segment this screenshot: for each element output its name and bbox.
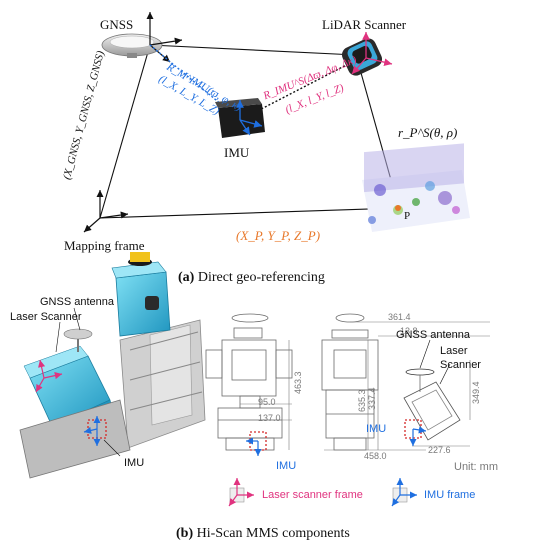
imu-box-side xyxy=(404,419,427,446)
lidar-frame-axes xyxy=(351,31,393,75)
dim-3494: 349.4 xyxy=(471,381,481,404)
point-coordinates: (X_P, Y_P, Z_P) xyxy=(236,228,321,243)
caption-b: (b) Hi-Scan MMS components xyxy=(176,526,350,542)
mapping-frame-label: Mapping frame xyxy=(64,238,145,253)
laser-scanner-label: Laser Scanner xyxy=(10,311,82,323)
laser-scanner-frame-legend: Laser scanner frame xyxy=(262,489,363,501)
imu-box-3d xyxy=(83,416,107,446)
dim-2276: 227.6 xyxy=(428,445,451,455)
imu-frame-axes xyxy=(236,100,263,136)
caption-b-letter: (b) xyxy=(176,526,194,541)
imu-box-front xyxy=(246,431,267,456)
lidar-scanner-label: LiDAR Scanner xyxy=(322,17,407,32)
front-view-dims xyxy=(240,340,292,450)
laser-label-right-1: Laser xyxy=(440,345,468,357)
dim-95: 95.0 xyxy=(258,397,276,407)
imu-frame-legend: IMU frame xyxy=(424,489,476,501)
side-view-drawing xyxy=(321,313,461,451)
dim-137: 137.0 xyxy=(258,413,281,423)
imu-label-front: IMU xyxy=(276,460,297,472)
laser-label-right-2: Scanner xyxy=(440,359,481,371)
scanner-frame-axes-3d xyxy=(35,359,63,393)
mapping-frame-axes xyxy=(83,190,129,233)
imu-frame-legend-icon xyxy=(391,478,417,507)
laser-frame-legend-icon xyxy=(228,478,254,507)
unit-label: Unit: mm xyxy=(454,461,498,473)
gnss-dish-icon xyxy=(101,33,163,58)
front-view-drawing xyxy=(205,313,293,451)
caption-b-text: Hi-Scan MMS components xyxy=(196,526,350,541)
range-vector-label: r_P^S(θ, ρ) xyxy=(398,125,458,140)
imu-label: IMU xyxy=(224,145,250,160)
dim-6353: 635.3 xyxy=(357,389,367,412)
gnss-frame-axes xyxy=(146,12,183,63)
dim-3374: 337.4 xyxy=(367,387,377,410)
gnss-antenna-label: GNSS antenna xyxy=(40,296,114,308)
dim-458: 458.0 xyxy=(364,451,387,461)
mms-3d-rendering xyxy=(19,252,206,479)
caption-a: (a) Direct geo-referencing xyxy=(178,270,325,286)
dim-138: 13.8 xyxy=(400,326,418,336)
gnss-label: GNSS xyxy=(100,17,134,32)
point-cloud-image xyxy=(362,143,470,232)
callout-lines xyxy=(55,307,451,457)
imu-label-side: IMU xyxy=(366,423,387,435)
geo-reference-lines xyxy=(99,44,399,219)
caption-a-letter: (a) xyxy=(178,270,195,285)
side-view-dims xyxy=(324,321,490,451)
gnss-antenna-label-right: GNSS antenna xyxy=(396,329,470,341)
dim-463: 463.3 xyxy=(293,371,303,394)
caption-a-text: Direct geo-referencing xyxy=(197,270,325,285)
lidar-scanner-icon xyxy=(341,38,383,76)
point-p-label: P xyxy=(404,210,411,222)
imu-label-3d: IMU xyxy=(124,457,145,469)
dim-3614: 361.4 xyxy=(388,312,411,322)
